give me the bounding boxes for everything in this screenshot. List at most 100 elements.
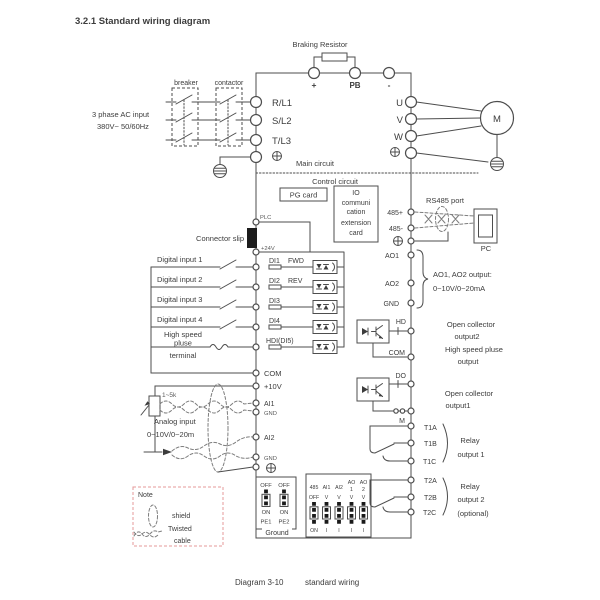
earth-icon-motor <box>490 157 504 171</box>
t2c-label: T2C <box>423 510 436 517</box>
ground-jumper-box: OFF OFF ON ON PE1 PE2 Ground <box>255 476 297 537</box>
terminal-di4 <box>252 323 260 331</box>
terminal-s-l2 <box>249 113 263 127</box>
oc2-com-label: COM <box>389 350 406 357</box>
hd-com-wire <box>372 342 408 358</box>
optocoupler-do-icon <box>356 377 390 402</box>
terminal-do-common <box>407 407 415 415</box>
terminal-v <box>404 112 418 126</box>
pe-icon-input <box>272 151 282 161</box>
pe-icon-output <box>390 147 400 157</box>
di2-func-label: REV <box>288 278 303 285</box>
optocoupler-di4-icon <box>312 320 338 334</box>
control-circuit-label: Control circuit <box>312 177 359 186</box>
terminal-u <box>404 95 418 109</box>
pe2-off-label: OFF <box>278 483 290 489</box>
terminal-ao-gnd <box>407 299 415 307</box>
optocoupler-di1-icon <box>312 260 338 274</box>
terminal-do <box>407 380 415 388</box>
terminal-gnd2 <box>252 453 260 461</box>
terminal-di3 <box>252 303 260 311</box>
relay-2-text-2: output 2 <box>457 495 484 504</box>
opto-rail-wires <box>258 221 345 348</box>
terminal-t-l3 <box>249 133 263 147</box>
do-label: DO <box>396 373 407 380</box>
di2-label: DI2 <box>269 278 280 285</box>
dip-i3-label: I <box>338 528 339 534</box>
dip-header-ai1: AI1 <box>323 485 331 491</box>
pg-card-label: PG card <box>290 191 318 200</box>
digital-input-1-label: Digital input 1 <box>157 255 202 264</box>
pe2-jumper-cap <box>279 493 289 507</box>
option-cards: PG card IO communi cation extension card <box>279 185 379 243</box>
dip-header-ao1: AO <box>348 480 356 486</box>
t1c-label: T1C <box>423 459 436 466</box>
optocoupler-hd-icon <box>356 319 390 344</box>
dip-header-ao1-num: 1 <box>350 487 353 493</box>
hd-wire <box>388 327 409 335</box>
pe1-label: PE1 <box>261 520 272 526</box>
hd-label: HD <box>396 319 406 326</box>
high-speed-label-1: High speed <box>164 330 202 339</box>
io-card-line3: cation <box>347 209 366 216</box>
rs485-twist-marks <box>424 214 460 224</box>
io-card-line4: extension <box>341 220 371 227</box>
ground-label-mask <box>262 528 292 537</box>
plus-terminal-label: + <box>312 80 317 90</box>
dip-v3-label: V <box>337 495 341 501</box>
pc-label: PC <box>481 244 492 253</box>
rs485-ground-wire <box>414 231 449 242</box>
di4-label: DI4 <box>269 318 280 325</box>
ai1-label: AI1 <box>264 401 275 408</box>
breaker-label: breaker <box>174 80 198 87</box>
ai2-gnd-twisted-wire <box>171 452 254 460</box>
t2a-label: T2A <box>424 478 437 485</box>
s-l2-label: S/L2 <box>272 116 292 127</box>
ao2-label: AO2 <box>385 281 399 288</box>
note-twisted-label-1: Twisted <box>168 526 192 533</box>
ai2-source-arrow <box>163 448 172 456</box>
terminal-plc <box>252 218 260 226</box>
rs485-minus-label: 485- <box>389 226 404 233</box>
terminal-di1 <box>252 263 260 271</box>
di-wires <box>150 259 254 374</box>
terminal-t1b <box>407 439 415 447</box>
rs485-shield-icon <box>435 206 449 232</box>
rs485-section: 485+ 485- RS485 port PC <box>387 196 498 253</box>
pot-wiper-arrow <box>144 401 150 406</box>
u-label: U <box>396 98 403 109</box>
terminal-analog-ground <box>252 463 260 471</box>
shield-drain-wire <box>217 466 254 473</box>
connector-slip-section: Connector slip PLC +24V <box>196 215 345 348</box>
pot-wiper <box>140 404 150 416</box>
terminal-pb <box>348 66 362 80</box>
dip-on-label: ON <box>310 528 318 534</box>
open-collector-2-section: HD COM Open collector output2 High speed… <box>356 319 503 366</box>
terminal-ao1 <box>407 251 415 259</box>
terminal-ao2 <box>407 279 415 287</box>
rs485-cable <box>414 211 475 229</box>
io-card-line1: IO <box>352 190 360 197</box>
do-varistor-icon-1 <box>393 408 399 414</box>
phase-input-label-2: 380V~ 50/60Hz <box>97 122 149 131</box>
main-circuit-label: Main circuit <box>296 159 335 168</box>
dip-v5-label: V <box>362 495 366 501</box>
terminal-t2c <box>407 508 415 516</box>
pe1-jumper-cap <box>261 493 271 507</box>
terminal-pe-input <box>249 150 263 164</box>
page-title: 3.2.1 Standard wiring diagram <box>75 16 210 27</box>
note-twisted-icon-1 <box>133 530 163 537</box>
v24-label: +24V <box>261 246 275 252</box>
pe1-on-label: ON <box>262 510 271 516</box>
ai1-twisted-wire <box>159 400 254 408</box>
oc2-text-4: output <box>458 357 480 366</box>
di-wire-to-opto <box>280 266 345 348</box>
breaker-box <box>171 87 199 147</box>
hdi-label: HDI(DI5) <box>266 338 294 345</box>
di1-func-label: FWD <box>288 258 304 265</box>
dip-header-ai2: AI2 <box>335 485 343 491</box>
oc1-text-1: Open collector <box>445 389 494 398</box>
pe-icon-485 <box>393 236 403 246</box>
